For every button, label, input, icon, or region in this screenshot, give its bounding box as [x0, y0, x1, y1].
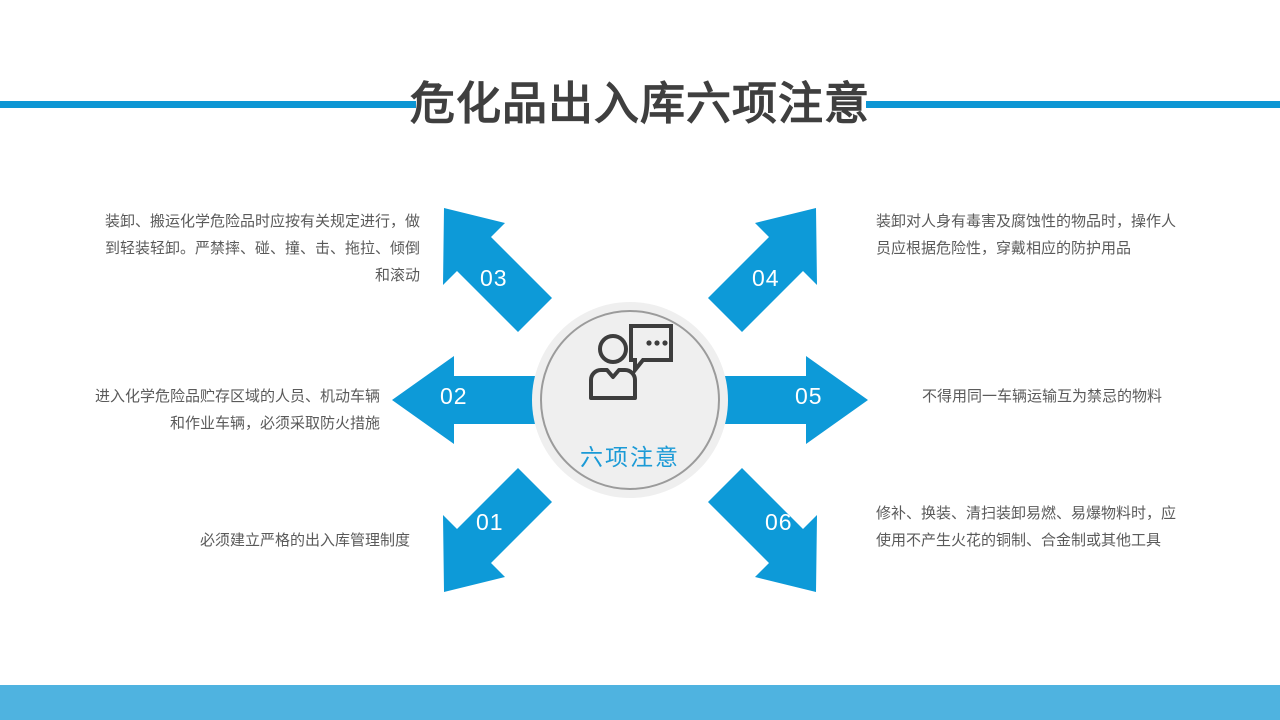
arrow-shape-03[interactable]: [443, 208, 552, 332]
page-header: 危化品出入库六项注意: [0, 0, 1280, 160]
arrow-shape-05[interactable]: [720, 356, 868, 444]
arrow-number-03: 03: [480, 265, 508, 291]
arrow-shape-04[interactable]: [708, 208, 817, 332]
arrow-description-01: 必须建立严格的出入库管理制度: [199, 532, 410, 549]
arrow-description-02: 进入化学危险品贮存区域的人员、机动车辆和作业车辆，必须采取防火措施: [94, 388, 380, 432]
arrow-shape-06[interactable]: [708, 468, 817, 592]
center-hub-ring: [540, 310, 720, 490]
arrow-number-01: 01: [476, 509, 504, 535]
arrow-description-05: 不得用同一车辆运输互为禁忌的物料: [922, 388, 1163, 405]
center-hub-label: 六项注意: [580, 444, 680, 470]
header-rule-left: [0, 101, 416, 108]
arrow-shape-01[interactable]: [443, 468, 552, 592]
page-title: 危化品出入库六项注意: [409, 78, 870, 129]
arrow-shape-02[interactable]: [392, 356, 540, 444]
footer-bar: [0, 685, 1280, 720]
arrow-number-02: 02: [440, 383, 468, 409]
arrow-number-05: 05: [795, 383, 823, 409]
arrow-description-03: 装卸、搬运化学危险品时应按有关规定进行，做到轻装轻卸。严禁摔、碰、撞、击、拖拉、…: [104, 213, 420, 284]
arrow-description-04: 装卸对人身有毒害及腐蚀性的物品时，操作人员应根据危险性，穿戴相应的防护用品: [876, 213, 1177, 257]
header-rule-right: [866, 101, 1280, 108]
arrow-number-04: 04: [752, 265, 780, 291]
person-speech-bubble-icon: [585, 322, 677, 400]
arrow-number-06: 06: [765, 509, 793, 535]
arrow-description-06: 修补、换装、清扫装卸易燃、易爆物料时，应使用不产生火花的铜制、合金制或其他工具: [876, 505, 1177, 549]
